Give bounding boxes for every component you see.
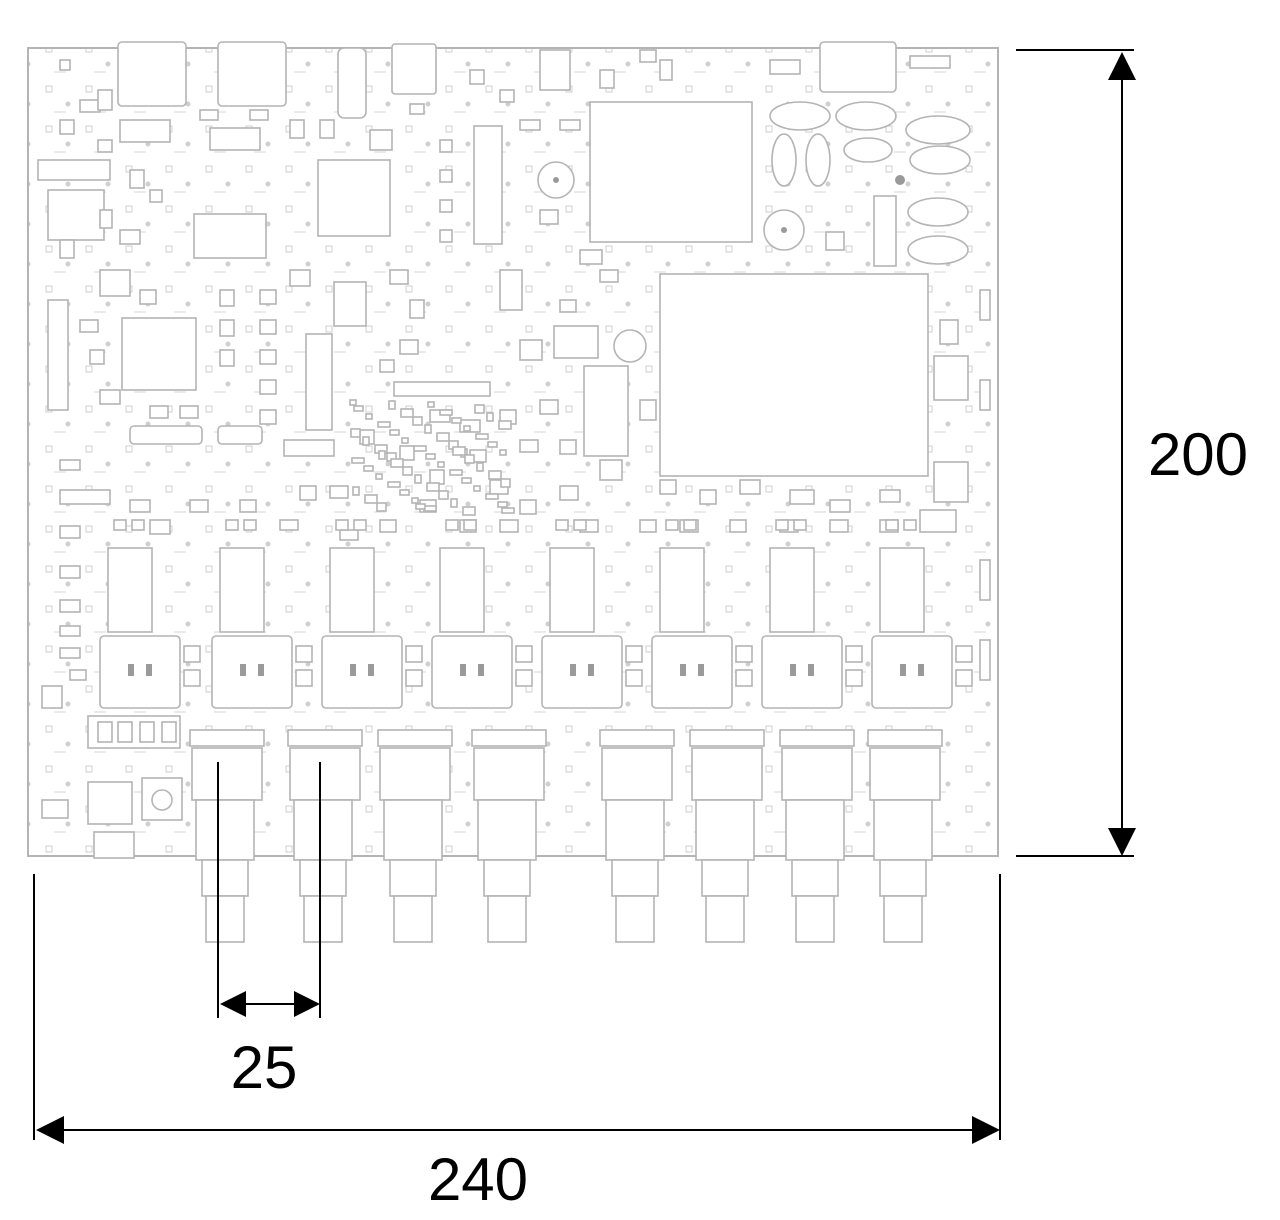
ic-chip — [553, 325, 599, 359]
bnc-connector-base — [691, 747, 763, 801]
arrow-right-icon — [294, 991, 320, 1017]
channel-section — [99, 519, 973, 943]
relay — [99, 635, 181, 709]
bnc-connector-base — [601, 747, 673, 801]
arrow-down-icon — [1108, 828, 1136, 856]
relay — [321, 635, 403, 709]
resistor-row — [129, 381, 491, 457]
width-dimension: 240 — [33, 874, 1001, 1213]
bnc-connector-base — [869, 747, 941, 801]
relay — [761, 635, 843, 709]
left-header — [37, 119, 261, 411]
bnc-connector — [383, 799, 443, 861]
arrow-left-icon — [36, 1116, 64, 1144]
arrow-right-icon — [972, 1116, 1000, 1144]
channel-component — [659, 547, 705, 633]
channel-component — [879, 547, 925, 633]
bnc-connector-base — [781, 747, 853, 801]
height-dimension: 200 — [1016, 49, 1248, 857]
relay — [541, 635, 623, 709]
ic-chip — [659, 273, 929, 477]
width-label: 240 — [428, 1146, 528, 1213]
passive-components — [537, 101, 971, 363]
bnc-connector-base — [379, 747, 451, 801]
ic-chip — [317, 159, 391, 237]
ic-chip — [933, 461, 969, 503]
bnc-connector — [605, 799, 665, 861]
arrow-left-icon — [220, 991, 246, 1017]
height-label: 200 — [1148, 421, 1248, 488]
circuit-board — [27, 41, 999, 943]
bnc-connector-base — [473, 747, 545, 801]
smd-components — [59, 49, 991, 681]
relay — [211, 635, 293, 709]
relay — [431, 635, 513, 709]
top-connectors — [117, 41, 897, 119]
channel-component — [329, 547, 375, 633]
ic-chip — [473, 125, 503, 245]
channel-component — [439, 547, 485, 633]
bnc-connector — [873, 799, 933, 861]
ic-chip — [583, 365, 629, 457]
bnc-connector — [293, 799, 353, 861]
relay — [871, 635, 953, 709]
relay — [651, 635, 733, 709]
ic-chip — [933, 355, 969, 401]
bnc-connector — [785, 799, 845, 861]
ic-chip — [193, 213, 267, 259]
bnc-connector — [477, 799, 537, 861]
bnc-connector-base — [289, 747, 361, 801]
channel-component — [769, 547, 815, 633]
bnc-connector — [195, 799, 255, 861]
channel-component — [549, 547, 595, 633]
arrow-up-icon — [1108, 52, 1136, 80]
ic-chip — [589, 101, 753, 243]
channel-component — [219, 547, 265, 633]
pitch-dimension: 25 — [217, 762, 321, 1101]
integrated-circuits — [121, 101, 969, 503]
bottom-left-components — [41, 685, 183, 859]
ic-chip — [305, 333, 333, 431]
bnc-connector — [695, 799, 755, 861]
bnc-connector-base — [191, 747, 263, 801]
ic-chip — [121, 317, 197, 391]
pitch-label: 25 — [231, 1034, 298, 1101]
channel-component — [107, 547, 153, 633]
ic-chip — [333, 281, 367, 327]
